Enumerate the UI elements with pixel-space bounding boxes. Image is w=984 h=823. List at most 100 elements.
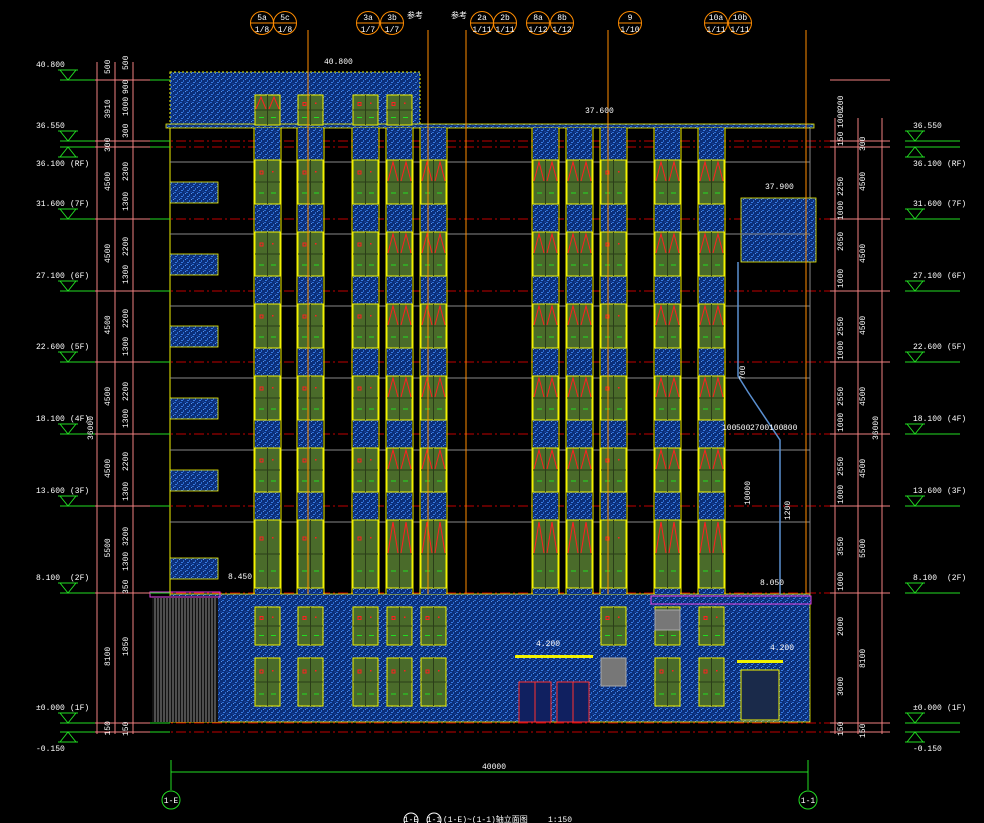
window-opening-mark xyxy=(421,448,433,470)
window-opening-mark xyxy=(712,376,724,398)
window-handle-mark xyxy=(315,616,317,618)
window-opening-mark xyxy=(580,304,592,326)
dim-text: 5500 xyxy=(859,539,868,558)
level-elevation: 36.550 xyxy=(913,122,942,131)
window-handle-mark xyxy=(259,242,264,247)
level-elevation: 31.600 xyxy=(36,200,65,209)
level-triangle xyxy=(59,208,77,220)
window-opening-mark xyxy=(533,304,545,326)
window-opening-mark xyxy=(668,521,680,554)
axis-label-top: 9 xyxy=(628,14,633,23)
axis-label-top: 2b xyxy=(500,14,510,23)
window-opening-mark xyxy=(655,376,667,398)
window-handle-mark xyxy=(315,537,317,539)
level-floor: (7F) xyxy=(70,200,89,209)
level-elevation: -0.150 xyxy=(36,745,65,754)
dim-text: 2200 xyxy=(122,309,131,328)
annotation: 2700 xyxy=(750,424,769,433)
axis-label-top: 10b xyxy=(733,14,748,23)
dim-text: 300 xyxy=(104,137,113,152)
window-opening-mark xyxy=(533,376,545,398)
window-opening-mark xyxy=(668,304,680,326)
level-floor: (4F) xyxy=(70,415,89,424)
window-handle-mark xyxy=(438,616,440,618)
level-triangle xyxy=(59,280,77,292)
window-handle-mark xyxy=(370,102,372,104)
level-triangle xyxy=(906,495,924,507)
axis-label-top: 8b xyxy=(557,14,567,23)
window-handle-mark xyxy=(659,669,664,674)
overall-height-dim-right: 36000 xyxy=(872,416,881,440)
window-opening-mark xyxy=(546,232,558,254)
door-canopy-right xyxy=(737,660,783,663)
window-handle-mark xyxy=(272,243,274,245)
dim-text: 4500 xyxy=(104,315,113,334)
window-handle-mark xyxy=(438,670,440,672)
window-handle-mark xyxy=(302,102,307,106)
level-triangle xyxy=(59,582,77,594)
level-triangle xyxy=(906,130,924,142)
drawing-scale: 1:150 xyxy=(548,816,572,823)
window-opening-mark xyxy=(699,376,711,398)
level-floor: (1F) xyxy=(947,704,966,713)
window-opening-mark xyxy=(387,304,399,326)
balcony-panel xyxy=(169,181,219,204)
window-handle-mark xyxy=(315,243,317,245)
window-handle-mark xyxy=(315,387,317,389)
axis-label-bottom: 1/11 xyxy=(730,26,749,35)
window-opening-mark xyxy=(668,448,680,470)
window-opening-mark xyxy=(400,232,412,254)
window-handle-mark xyxy=(272,171,274,173)
level-floor: (5F) xyxy=(70,343,89,352)
window-handle-mark xyxy=(259,314,264,319)
window-opening-mark xyxy=(655,521,667,554)
window-handle-mark xyxy=(302,242,307,247)
window-opening-mark xyxy=(655,304,667,326)
dim-text: 2200 xyxy=(122,452,131,471)
window-handle-mark xyxy=(357,170,362,175)
axis-note-right: 参考 xyxy=(451,10,467,21)
window-opening-mark xyxy=(699,521,711,554)
level-elevation: 36.550 xyxy=(36,122,65,131)
annotation: 100 xyxy=(769,424,784,433)
window-handle-mark xyxy=(618,243,620,245)
window-handle-mark xyxy=(370,315,372,317)
level-elevation: 22.600 xyxy=(36,343,65,352)
annotation: 1200 xyxy=(784,501,793,520)
axis-label-top: 8a xyxy=(533,14,543,23)
annotation: 4.200 xyxy=(770,644,794,653)
dim-text: 150 xyxy=(104,721,113,736)
window-handle-mark xyxy=(302,458,307,463)
level-elevation: 18.100 xyxy=(913,415,942,424)
drawing-title: (1-E)~(1-1)轴立面图 xyxy=(443,814,528,823)
title-axis-b: 1-1 xyxy=(427,816,442,823)
level-triangle xyxy=(59,495,77,507)
window-handle-mark xyxy=(605,616,610,620)
level-triangle xyxy=(59,69,77,81)
spandrel-strip xyxy=(601,128,626,594)
spandrel-strip xyxy=(353,128,378,594)
window-handle-mark xyxy=(302,616,307,620)
window-handle-mark xyxy=(357,616,362,620)
window-opening-mark xyxy=(567,232,579,254)
window-opening-mark xyxy=(546,448,558,470)
level-elevation: 27.100 xyxy=(36,272,65,281)
level-floor: (1F) xyxy=(70,704,89,713)
axis-label-top: 3a xyxy=(363,14,373,23)
window-handle-mark xyxy=(618,315,620,317)
level-triangle xyxy=(906,712,924,724)
window-opening-mark xyxy=(434,304,446,326)
axis-label-top: 5c xyxy=(280,14,290,23)
axis-label-top: 2a xyxy=(477,14,487,23)
bottom-axis-bubble xyxy=(798,790,818,810)
window-handle-mark xyxy=(357,242,362,247)
window-handle-mark xyxy=(703,669,708,674)
window-handle-mark xyxy=(302,386,307,391)
dim-text: 4500 xyxy=(104,459,113,478)
annotation: 700 xyxy=(739,365,748,380)
level-triangle xyxy=(906,582,924,594)
level-triangle xyxy=(59,423,77,435)
axis-label-top: 10a xyxy=(709,14,724,23)
annotation: 8.450 xyxy=(228,573,252,582)
bottom-axis-label: 1-E xyxy=(164,797,179,806)
